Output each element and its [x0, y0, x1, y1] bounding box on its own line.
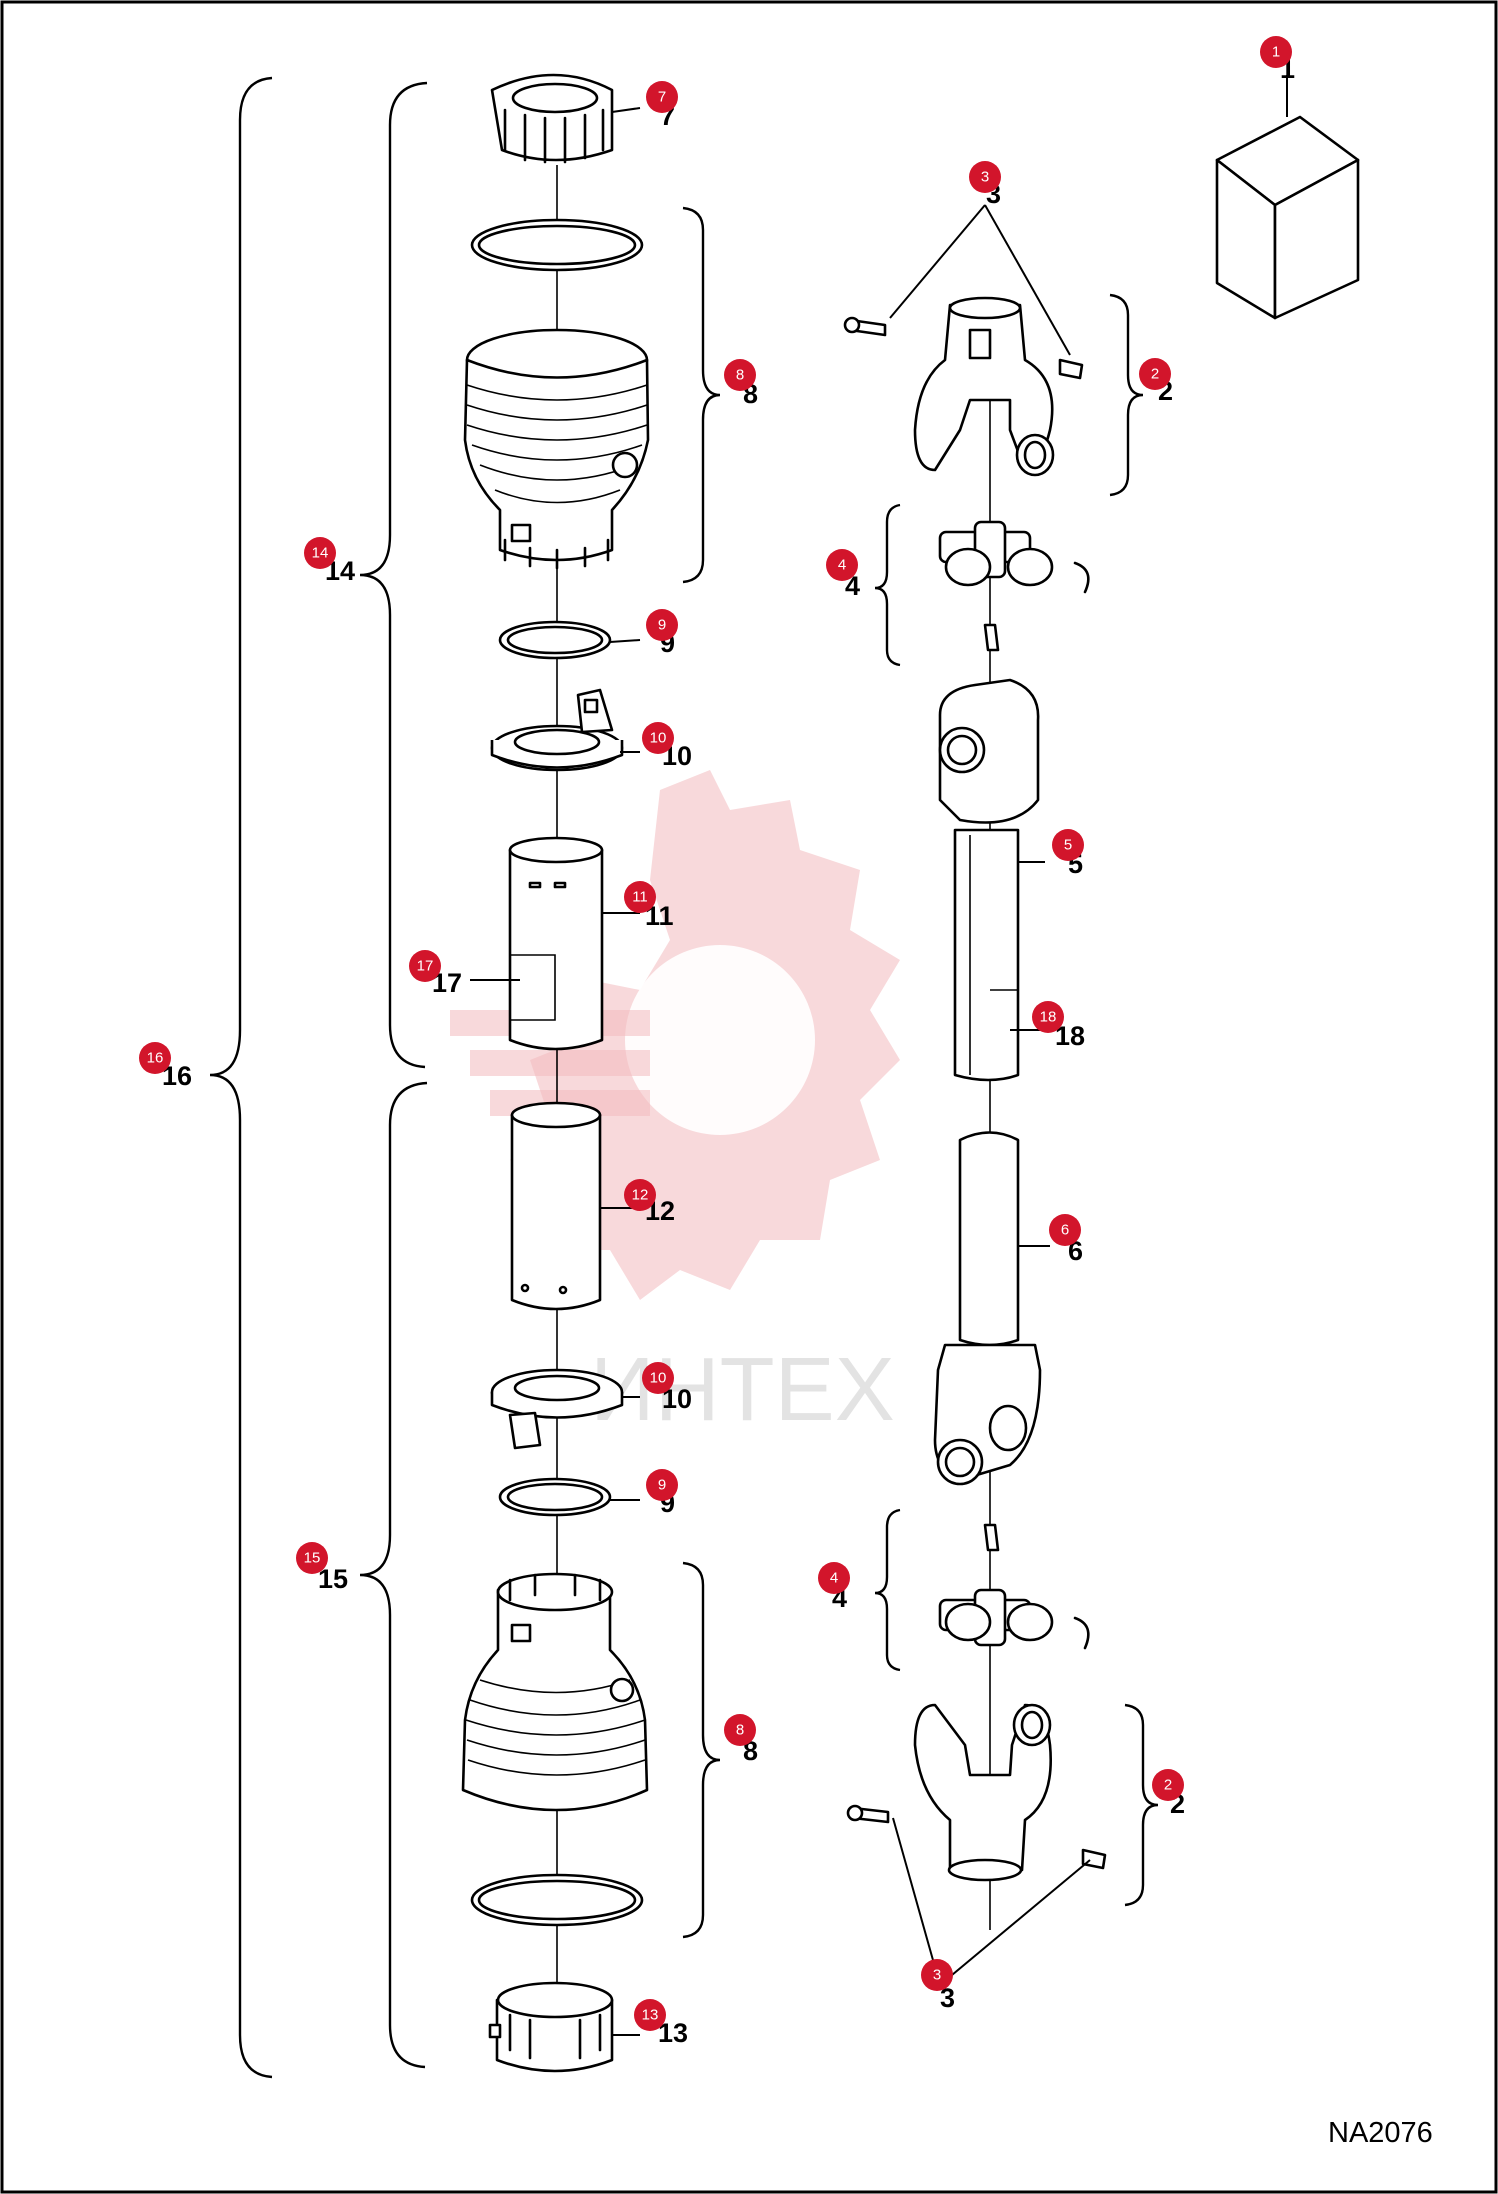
svg-text:7: 7 — [658, 89, 666, 106]
leader-lines — [470, 75, 1288, 2036]
badge-16: 16 — [139, 1042, 171, 1074]
svg-text:4: 4 — [830, 1570, 838, 1587]
cross-journal-upper — [938, 520, 1090, 652]
package-box — [1215, 115, 1360, 320]
badge-17: 17 — [409, 950, 441, 982]
svg-text:8: 8 — [736, 367, 744, 384]
badge-3-upper: 3 — [969, 161, 1001, 193]
badge-14: 14 — [304, 537, 336, 569]
shaft-outer — [938, 678, 1040, 1082]
svg-text:5: 5 — [1064, 837, 1072, 854]
bolt-upper — [843, 316, 1084, 380]
drawing-code: NA2076 — [1328, 2117, 1433, 2149]
svg-text:2: 2 — [1151, 366, 1159, 383]
badge-9-upper: 9 — [646, 609, 678, 641]
svg-text:18: 18 — [1040, 1009, 1057, 1026]
badge-8-upper: 8 — [724, 359, 756, 391]
tube-upper — [508, 836, 604, 1051]
badge-7: 7 — [646, 81, 678, 113]
badge-4-upper: 4 — [826, 549, 858, 581]
badge-11: 11 — [624, 881, 656, 913]
badge-5: 5 — [1052, 829, 1084, 861]
svg-text:11: 11 — [632, 889, 648, 906]
badge-2-upper: 2 — [1139, 358, 1171, 390]
svg-text:4: 4 — [838, 557, 846, 574]
o-ring-top — [470, 218, 644, 272]
badge-8-lower: 8 — [724, 1714, 756, 1746]
badge-6: 6 — [1049, 1214, 1081, 1246]
grouping-braces — [209, 76, 1159, 2079]
svg-text:3: 3 — [933, 1967, 941, 1984]
ring-upper — [498, 620, 612, 660]
badge-10-upper: 10 — [642, 722, 674, 754]
badge-13: 13 — [634, 1999, 666, 2031]
svg-text:10: 10 — [650, 1370, 667, 1387]
guard-cone-upper — [463, 328, 650, 570]
yoke-upper — [913, 296, 1055, 477]
tube-lower — [510, 1101, 602, 1311]
cross-journal-lower — [938, 1523, 1090, 1650]
svg-text:9: 9 — [658, 617, 666, 634]
badge-1: 1 — [1260, 36, 1292, 68]
svg-text:17: 17 — [417, 958, 434, 975]
yoke-lower — [913, 1703, 1052, 1882]
watermark-text: ИНТЕХ — [590, 1340, 895, 1440]
svg-text:13: 13 — [642, 2007, 659, 2024]
svg-text:2: 2 — [1164, 1777, 1172, 1794]
bolt-lower — [846, 1804, 1107, 1870]
badge-15: 15 — [296, 1542, 328, 1574]
bearing-lower — [490, 1368, 624, 1450]
badge-4-lower: 4 — [818, 1562, 850, 1594]
badge-2-lower: 2 — [1152, 1769, 1184, 1801]
svg-text:16: 16 — [147, 1050, 164, 1067]
svg-text:12: 12 — [632, 1187, 649, 1204]
svg-text:8: 8 — [736, 1722, 744, 1739]
guard-cone-lower — [461, 1572, 649, 1812]
badge-18: 18 — [1032, 1001, 1064, 1033]
label-3-lower: 3 — [940, 1983, 955, 2013]
badge-12: 12 — [624, 1179, 656, 1211]
svg-text:14: 14 — [312, 545, 329, 562]
badge-3-lower: 3 — [921, 1959, 953, 1991]
svg-text:9: 9 — [658, 1477, 666, 1494]
shaft-inner — [933, 1131, 1042, 1486]
badge-10-lower: 10 — [642, 1362, 674, 1394]
svg-text:6: 6 — [1061, 1222, 1069, 1239]
callout-badges: 1 2 2 3 3 4 4 5 6 7 8 8 9 9 10 10 11 12 … — [139, 36, 1292, 2031]
svg-text:10: 10 — [650, 730, 667, 747]
badge-9-lower: 9 — [646, 1469, 678, 1501]
bearing-upper — [490, 688, 624, 772]
ring-lower — [498, 1477, 612, 1517]
svg-text:15: 15 — [304, 1550, 321, 1567]
guard-bearing-ring-top — [490, 73, 614, 164]
guard-bearing-ring-bottom — [488, 1981, 614, 2073]
o-ring-bottom — [470, 1873, 644, 1927]
svg-text:1: 1 — [1272, 44, 1280, 61]
svg-text:3: 3 — [981, 169, 989, 186]
